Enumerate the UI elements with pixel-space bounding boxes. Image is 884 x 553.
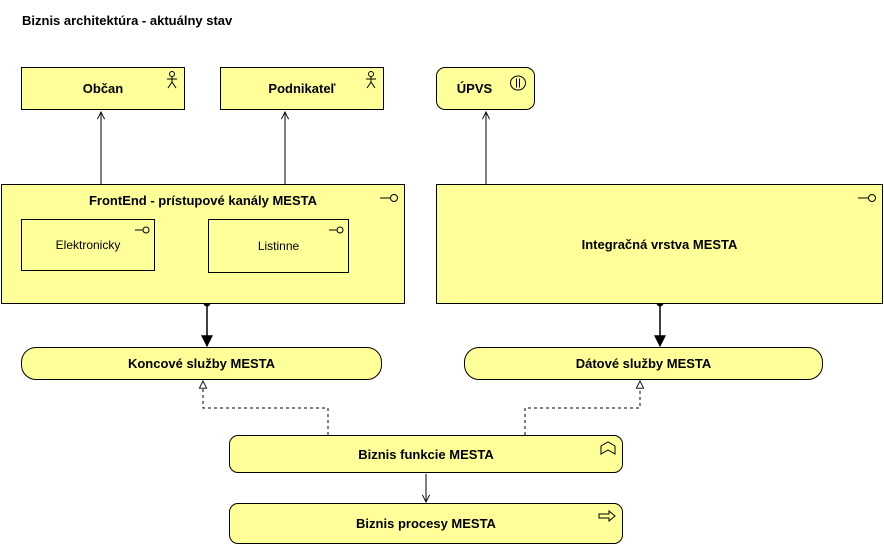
biznis-funkcie-box[interactable]: Biznis funkcie MESTA	[229, 435, 623, 473]
interface-icon	[329, 226, 344, 234]
listinne-label: Listinne	[257, 239, 300, 253]
actor-icon	[167, 71, 177, 89]
podnikatel-label: Podnikateľ	[268, 81, 336, 96]
koncove-sluzby-box[interactable]: Koncové služby MESTA	[21, 347, 382, 380]
koncove-label: Koncové služby MESTA	[127, 356, 276, 371]
actor-icon	[366, 71, 376, 89]
frontend-box[interactable]: FrontEnd - prístupové kanály MESTA Elekt…	[1, 184, 405, 304]
interface-icon	[858, 194, 876, 202]
datove-sluzby-box[interactable]: Dátové služby MESTA	[464, 347, 823, 380]
function-icon	[600, 441, 616, 455]
upvs-role-box[interactable]: ÚPVS	[436, 67, 535, 110]
elektronicky-box[interactable]: Elektronicky	[21, 219, 155, 271]
funkcie-label: Biznis funkcie MESTA	[358, 446, 494, 462]
interface-icon	[135, 226, 150, 234]
integracna-box[interactable]: Integračná vrstva MESTA	[436, 184, 883, 304]
obcan-label: Občan	[82, 81, 124, 96]
process-icon	[598, 510, 616, 522]
obcan-actor-box[interactable]: Občan	[21, 67, 185, 110]
interface-icon	[380, 194, 398, 202]
podnikatel-actor-box[interactable]: Podnikateľ	[220, 67, 384, 110]
upvs-label: ÚPVS	[456, 81, 493, 96]
procesy-label: Biznis procesy MESTA	[356, 516, 496, 531]
elektronicky-label: Elektronicky	[55, 238, 121, 252]
frontend-label: FrontEnd - prístupové kanály MESTA	[88, 193, 317, 208]
biznis-procesy-box[interactable]: Biznis procesy MESTA	[229, 503, 623, 544]
edge-funkcie-datove	[524, 381, 640, 435]
integracna-label: Integračná vrstva MESTA	[581, 236, 738, 252]
business-role-icon	[510, 75, 526, 91]
edge-funkcie-koncove	[203, 381, 329, 435]
datove-label: Dátové služby MESTA	[575, 356, 712, 371]
listinne-box[interactable]: Listinne	[208, 219, 349, 273]
diagram-title: Biznis architektúra - aktuálny stav	[22, 13, 233, 28]
